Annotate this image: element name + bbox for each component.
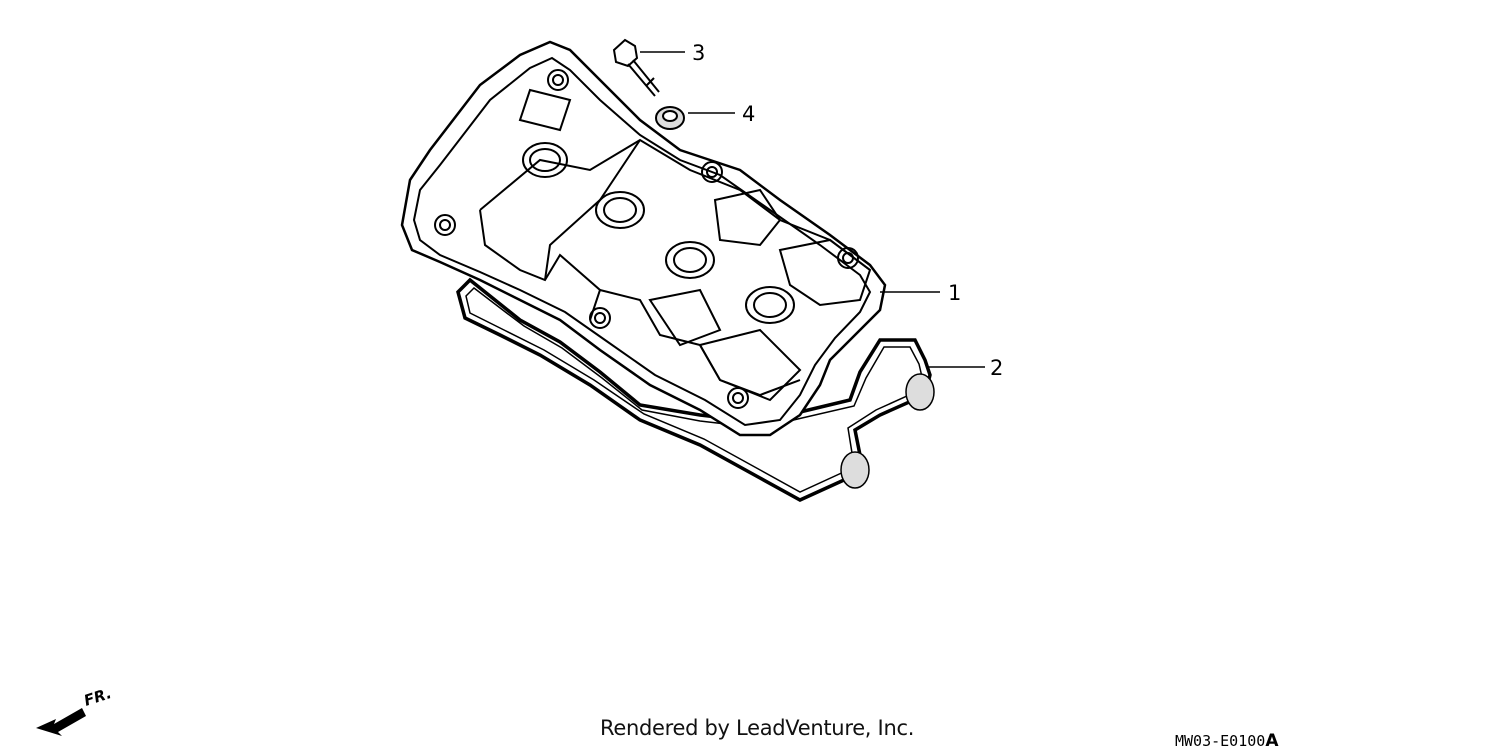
- callout-3[interactable]: 3: [692, 41, 705, 65]
- front-direction-label: FR.: [82, 684, 114, 710]
- callout-2[interactable]: 2: [990, 356, 1003, 380]
- callout-4[interactable]: 4: [742, 102, 755, 126]
- rubber-seal[interactable]: [655, 106, 685, 130]
- diagram-code-main: MW03-E0100: [1175, 732, 1266, 750]
- callout-leaders: [640, 51, 985, 368]
- cylinder-head-cover[interactable]: [400, 40, 887, 437]
- front-direction-arrow-icon: FR.: [36, 684, 114, 736]
- callout-1[interactable]: 1: [948, 281, 961, 305]
- cylinder-head-cover-gasket[interactable]: [456, 277, 935, 502]
- diagram-code: MW03-E0100A: [1175, 731, 1278, 751]
- diagram-code-suffix: A: [1265, 731, 1279, 751]
- footer-attribution: Rendered by LeadVenture, Inc.: [600, 716, 915, 740]
- bolt[interactable]: [612, 38, 660, 97]
